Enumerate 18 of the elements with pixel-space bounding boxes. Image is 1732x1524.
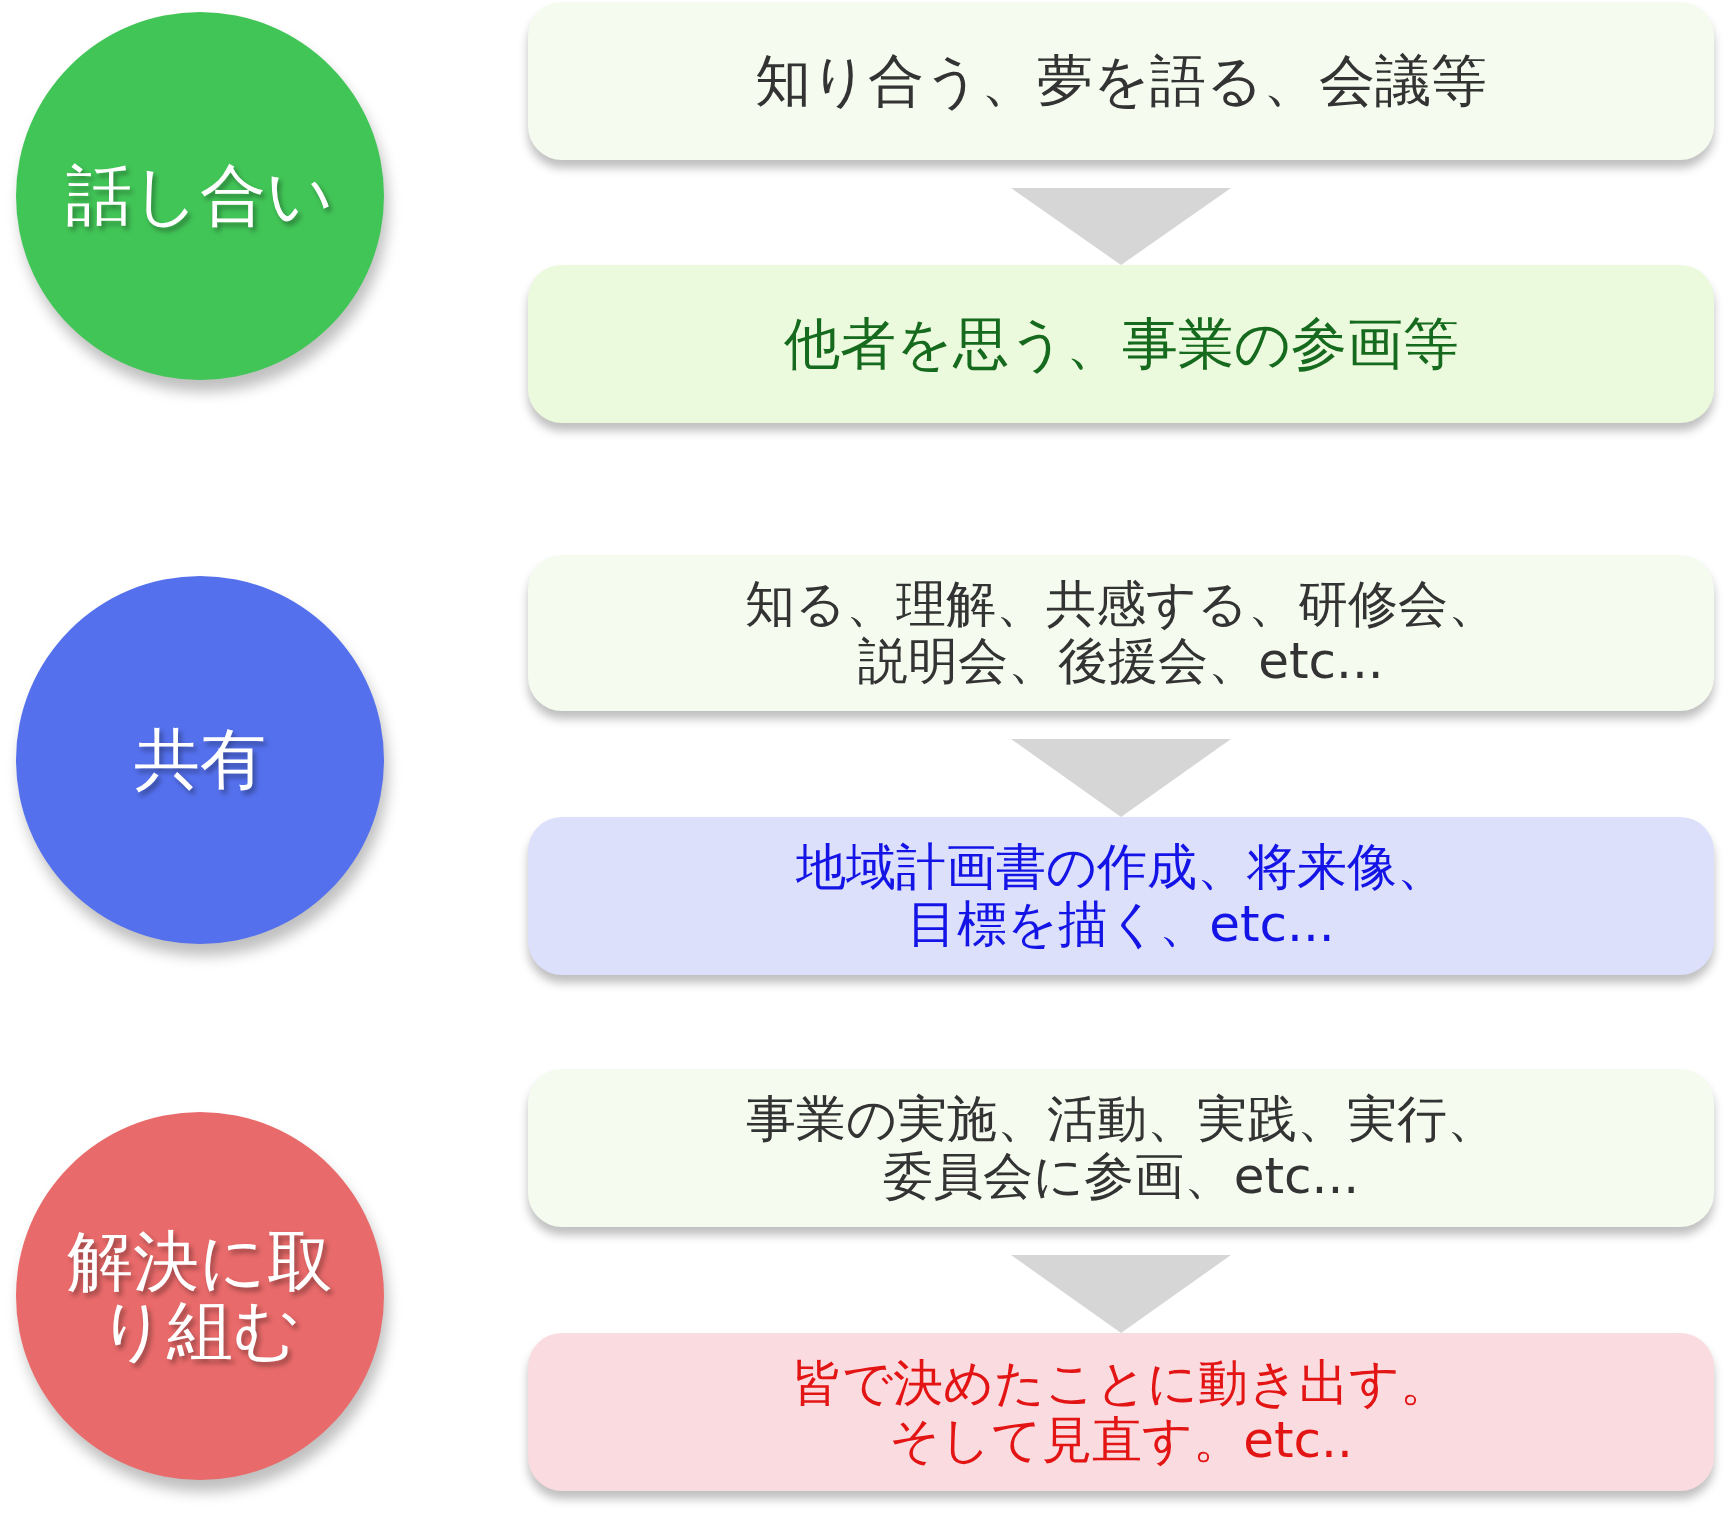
down-arrow — [1011, 1255, 1231, 1333]
box-text: 知り合う、夢を語る、会議等 — [755, 48, 1487, 114]
box-text: 知る、理解、共感する、研修会、説明会、後援会、etc... — [743, 575, 1499, 691]
result-box — [528, 265, 1714, 423]
step-box — [528, 555, 1714, 711]
down-arrow — [1011, 188, 1231, 265]
box-text: 他者を思う、事業の参画等 — [783, 311, 1459, 377]
result-box — [528, 817, 1714, 975]
box-text: 事業の実施、活動、実践、実行、委員会に参画、etc... — [744, 1090, 1498, 1206]
circle-label: 話し合い — [66, 161, 334, 231]
result-box — [528, 1333, 1714, 1491]
down-arrow — [1011, 739, 1231, 817]
circle-label: 解決に取り組む — [66, 1226, 334, 1366]
box-text: 地域計画書の作成、将来像、目標を描く、etc... — [794, 838, 1448, 954]
step-box — [528, 2, 1714, 160]
box-text: 皆で決めたことに動き出す。そして見直す。etc.. — [791, 1354, 1451, 1470]
circle-label: 共有 — [134, 725, 266, 795]
step-box — [528, 1069, 1714, 1227]
